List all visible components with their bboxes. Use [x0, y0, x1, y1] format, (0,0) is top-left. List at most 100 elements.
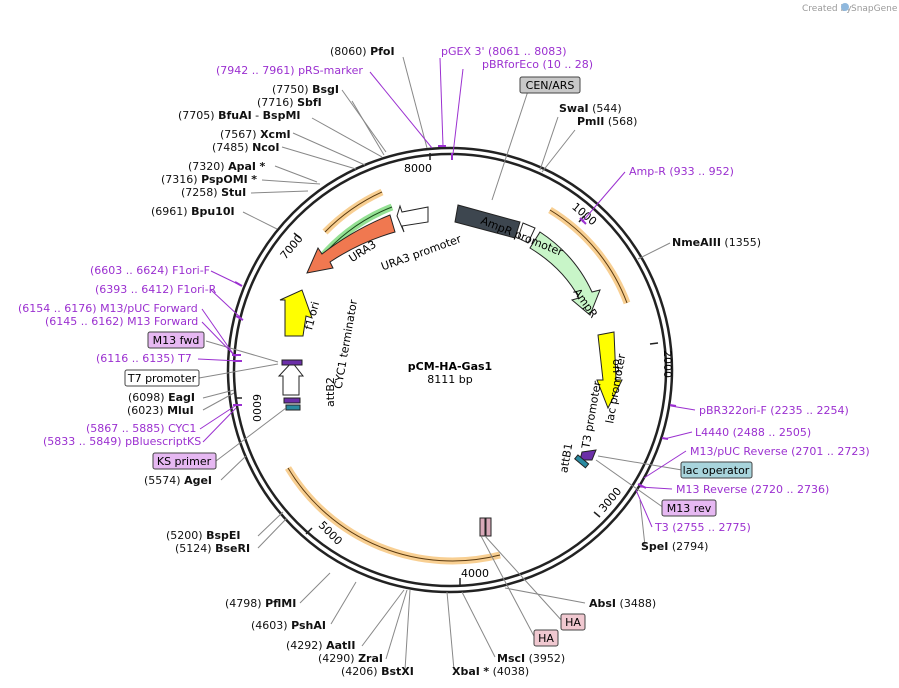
attb1-feature	[574, 454, 590, 469]
enzyme-bfuai: (7705) BfuAI - BspMI	[178, 109, 301, 122]
leader-bpu10i	[242, 211, 278, 230]
feature-label-ura3-promoter: URA3 promoter	[379, 232, 463, 273]
ura3-upper-highlight-line	[324, 191, 383, 233]
enzyme-nmeaiii: NmeAIII (1355)	[672, 236, 761, 249]
tick-2000	[649, 342, 659, 345]
leader-stui	[250, 190, 309, 194]
mark-pbr322ori-f	[669, 404, 677, 407]
enzyme-xbai: XbaI * (4038)	[452, 665, 529, 678]
leader-amp-r	[581, 171, 626, 223]
ha-feature-1	[479, 517, 486, 537]
enzyme-ncoi: (7485) NcoI	[212, 141, 279, 154]
leader-m13-forward	[201, 321, 237, 358]
primer-t3: T3 (2755 .. 2775)	[654, 521, 751, 534]
enzyme-swai: SwaI (544)	[559, 102, 622, 115]
enzyme-bsgi: (7750) BsgI	[272, 83, 339, 96]
feature-labels: AmpR promoter AmpR ori lac promoter T3 p…	[302, 214, 628, 474]
box-lac-operator	[680, 461, 753, 479]
primer-pgex3: pGEX 3' (8061 .. 8083)	[441, 45, 567, 58]
box-m13-rev	[661, 499, 717, 517]
attb2-feature	[285, 404, 301, 411]
backbone-inner-ring	[232, 152, 668, 588]
enzyme-stui: (7258) StuI	[181, 186, 246, 199]
primer-labels: pGEX 3' (8061 .. 8083) pBRforEco (10 .. …	[18, 45, 870, 534]
leader-pgex3	[439, 57, 444, 147]
t7-promoter-feature	[281, 359, 303, 366]
plasmid-size: 8111 bp	[427, 373, 472, 386]
tick-label-4000: 4000	[461, 567, 489, 580]
plasmid-name: pCM-HA-Gas1	[408, 360, 492, 373]
leader-bspmi	[311, 117, 383, 158]
mark-f1ori-f	[234, 281, 243, 287]
leader-t7	[197, 358, 240, 362]
lower-highlight-arc	[285, 466, 501, 565]
primer-m13-puc-reverse: M13/pUC Reverse (2701 .. 2723)	[690, 445, 870, 458]
tick-label-7000: 7000	[278, 232, 306, 262]
primer-t7: (6116 .. 6135) T7	[96, 352, 192, 365]
leader-bseri	[257, 517, 288, 549]
ura3-promoter-feature	[396, 204, 429, 233]
enzyme-pshai: (4603) PshAI	[251, 619, 326, 632]
enzyme-labels: (8060) PfoI (7750) BsgI (7716) SbfI (770…	[127, 45, 761, 678]
leader-aatii	[361, 589, 405, 647]
box-ha-1	[560, 613, 586, 631]
leader-lines	[198, 56, 683, 671]
feature-label-ori: ori	[610, 359, 623, 373]
primer-m13-puc-forward: (6154 .. 6176) M13/pUC Forward	[18, 302, 198, 315]
f1-ori-feature	[279, 289, 313, 337]
box-label-t7-promoter: T7 promoter	[127, 372, 197, 385]
leader-bspei	[257, 511, 284, 537]
primer-l4440: L4440 (2488 .. 2505)	[695, 426, 811, 439]
enzyme-apai: (7320) ApaI *	[188, 160, 265, 173]
enzyme-eagi: (6098) EagI	[128, 391, 195, 404]
primer-prs-marker: (7942 .. 7961) pRS-marker	[216, 64, 363, 77]
box-label-ha-2: HA	[538, 632, 554, 645]
mark-amp-r	[579, 217, 587, 225]
leader-bstxi	[404, 589, 411, 671]
boxed-labels: CEN/ARS M13 fwd T7 promoter KS primer la…	[124, 76, 753, 647]
leader-pbrforeco	[452, 68, 464, 155]
ha-feature-2	[485, 517, 492, 537]
tick-label-8000: 8000	[404, 162, 432, 175]
leader-lac-operator	[597, 455, 683, 471]
ampr-promoter-feature	[454, 204, 521, 239]
mark-f1ori-r	[235, 315, 244, 321]
enzyme-zrai: (4290) ZraI	[318, 652, 383, 665]
leader-m13-puc-forward	[201, 308, 235, 356]
tick-label-3000: 3000	[596, 485, 624, 515]
box-ks-primer	[152, 452, 217, 470]
leader-m13-rev	[595, 459, 665, 509]
watermark-prefix: Created by	[802, 4, 852, 14]
enzyme-pspomi: (7316) PspOMI *	[161, 173, 257, 186]
attb2-primer-feature	[283, 397, 301, 404]
lower-highlight-line	[287, 467, 501, 562]
box-cen-ars	[519, 76, 581, 94]
leader-xbai	[446, 591, 455, 671]
primer-pbluescriptks: (5833 .. 5849) pBluescriptKS	[43, 435, 201, 448]
leader-sbfi	[351, 100, 385, 156]
leader-t7-promoter	[198, 363, 279, 379]
leader-zrai	[385, 589, 408, 660]
leader-absi	[504, 587, 586, 604]
primer-cyc1: (5867 .. 5885) CYC1	[86, 422, 196, 435]
primer-f1ori-r: (6393 .. 6412) F1ori-R	[95, 283, 217, 296]
mark-l4440	[661, 437, 669, 440]
leader-ha-2	[480, 535, 536, 639]
leader-spei	[639, 499, 646, 547]
leader-ks-primer	[215, 407, 287, 462]
primer-marks	[232, 145, 677, 489]
enzyme-agei: (5574) AgeI	[144, 474, 212, 487]
leader-pfoi	[402, 56, 428, 149]
feature-label-t3-promoter: T3 promoter	[579, 380, 604, 451]
box-t7-promoter	[124, 369, 200, 387]
leader-l4440	[663, 431, 693, 440]
features	[277, 204, 623, 537]
mark-m13-reverse	[637, 483, 647, 489]
leader-pmli	[541, 129, 576, 173]
leader-mlui	[202, 392, 235, 411]
ori-feature	[596, 331, 623, 410]
tick-5000	[305, 527, 313, 535]
feature-label-attb1: attB1	[557, 442, 575, 474]
